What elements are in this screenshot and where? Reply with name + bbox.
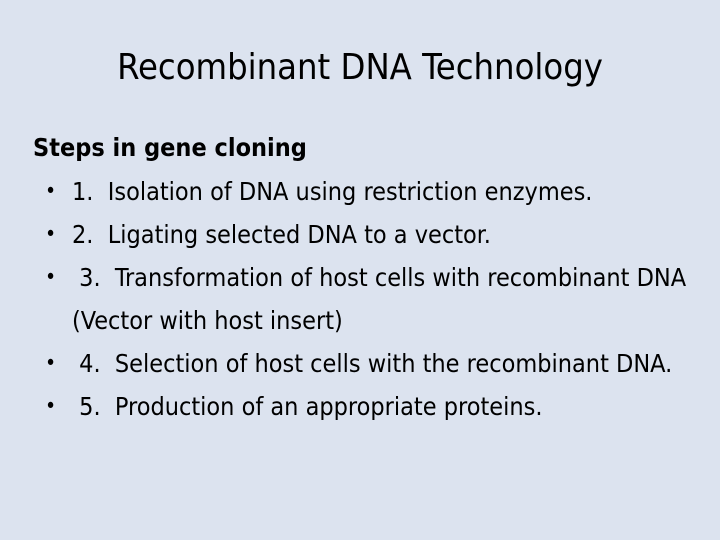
list-item-text: 4. Selection of host cells with the reco… xyxy=(72,349,673,378)
slide-body: Steps in gene cloning • 1. Isolation of … xyxy=(33,130,703,428)
bullet-point-icon: • xyxy=(45,265,57,289)
page-title: Recombinant DNA Technology xyxy=(117,47,603,88)
steps-list: • 1. Isolation of DNA using restriction … xyxy=(33,170,703,428)
bullet-point-icon: • xyxy=(45,222,57,246)
list-item-text: 1. Isolation of DNA using restriction en… xyxy=(72,177,593,206)
bullet-point-icon: • xyxy=(45,351,57,375)
list-item: • 4. Selection of host cells with the re… xyxy=(33,342,703,385)
bullet-point-icon: • xyxy=(45,394,57,418)
list-item: • 2. Ligating selected DNA to a vector. xyxy=(33,213,703,256)
bullet-point-icon: • xyxy=(45,179,57,203)
list-item: • 3. Transformation of host cells with r… xyxy=(33,256,703,342)
list-item-text: 3. Transformation of host cells with rec… xyxy=(72,263,694,335)
list-item-text: 5. Production of an appropriate proteins… xyxy=(72,392,543,421)
list-item: • 5. Production of an appropriate protei… xyxy=(33,385,703,428)
subheading: Steps in gene cloning xyxy=(33,133,307,162)
list-item: • 1. Isolation of DNA using restriction … xyxy=(33,170,703,213)
list-item-text: 2. Ligating selected DNA to a vector. xyxy=(72,220,491,249)
